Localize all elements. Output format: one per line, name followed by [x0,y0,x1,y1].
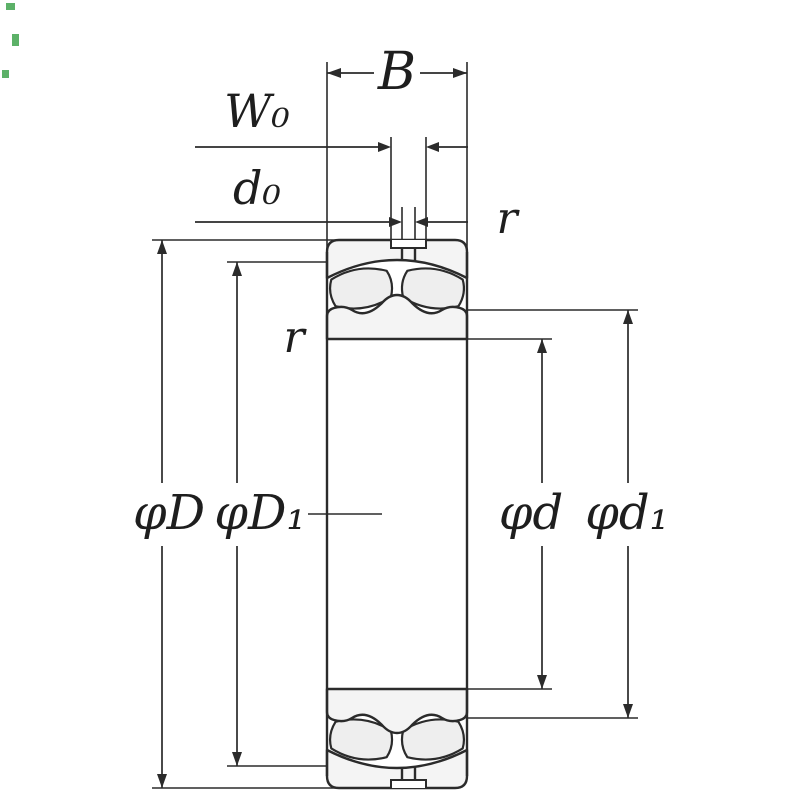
arrowhead [453,68,467,78]
arrowhead [232,752,242,766]
arrowhead [327,68,341,78]
extension-line [467,338,552,690]
arrowhead [623,704,633,718]
arrowhead [426,142,439,152]
label-d0: d₀ [233,161,281,215]
label-phid: φd [499,485,563,541]
extension-line [152,239,338,789]
dimension-phiD1: φD₁ [214,261,327,767]
scan-artifact [6,3,15,10]
dimension-phiD: φD [133,239,338,789]
extension-line [326,62,468,250]
extension-line [401,207,416,240]
dimension-B: B [326,42,468,250]
label-r-outer: r [496,193,520,244]
arrowhead [378,142,391,152]
label-B: B [377,42,416,102]
arrowhead [623,310,633,324]
scan-artifacts [2,3,19,78]
scan-artifact [2,70,9,78]
extension-line [227,261,327,767]
bearing-section-bottom [325,687,469,790]
arrowhead [537,675,547,689]
extension-line [467,309,638,719]
arrowhead [157,240,167,254]
dimension-W0: W₀ [195,84,468,240]
bearing-section-top [325,238,469,341]
scan-artifact [12,34,19,46]
extension-line [390,137,427,240]
arrowhead [415,217,428,227]
label-W0: W₀ [224,84,290,138]
label-phiD1: φD₁ [214,485,305,541]
label-phiD: φD [133,485,205,541]
dimension-phid: φd [467,338,563,690]
arrowhead [232,262,242,276]
label-r-inner: r [283,312,307,363]
arrowhead [157,774,167,788]
label-phid1: φd₁ [585,485,669,541]
arrowhead [537,339,547,353]
dimension-phid1: φd₁ [467,309,669,719]
arrowhead [389,217,402,227]
dimension-d0: d₀ [195,161,468,240]
